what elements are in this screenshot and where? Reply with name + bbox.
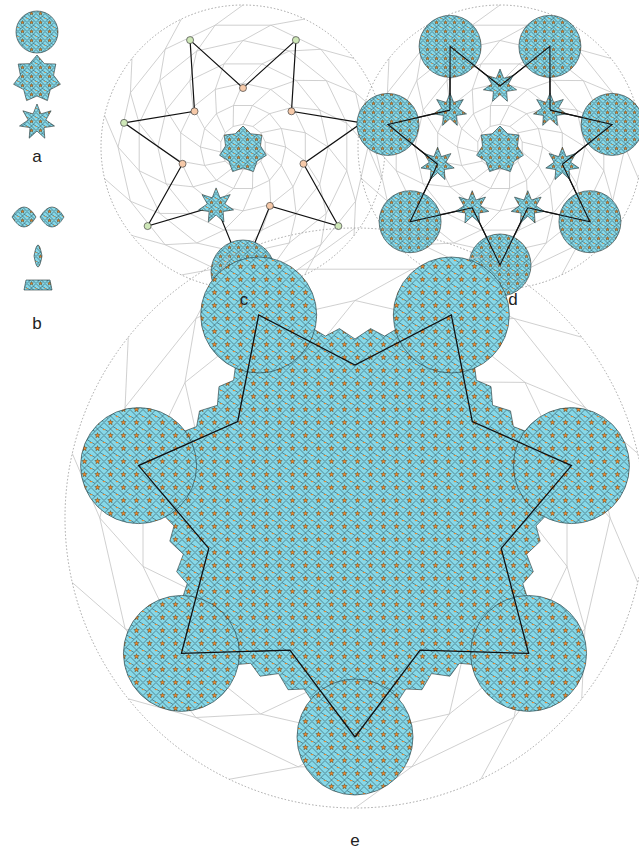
heptagram-line: [550, 110, 612, 164]
tile-patch: [511, 191, 544, 223]
panel-label: c: [240, 291, 249, 308]
boundary-circle: [65, 228, 639, 808]
panel-label: b: [32, 315, 41, 332]
vertex-dot: [121, 119, 128, 126]
heptagram-line: [124, 40, 362, 272]
background-grid: [72, 228, 637, 808]
heptagram-line: [410, 164, 472, 221]
heptagram-line: [450, 46, 500, 110]
panel-label: e: [350, 832, 359, 849]
tile-patch: [456, 191, 489, 223]
vertex-dot: [187, 37, 194, 44]
tile-patch: [421, 147, 454, 179]
tile-patch: [24, 280, 52, 290]
tile-patch: [20, 104, 55, 138]
tile-patch: [40, 207, 64, 227]
vertex-dot: [288, 108, 295, 115]
tile-patch: [220, 126, 267, 172]
vertex-dot: [240, 85, 247, 92]
heptagram-line: [528, 164, 590, 221]
heptagram-line: [139, 315, 572, 737]
vertex-dot: [179, 160, 186, 167]
tile-patch: [14, 55, 61, 101]
panel-label: d: [508, 291, 517, 308]
tile-patch: [546, 147, 579, 179]
tile-patch: [16, 11, 58, 53]
vertex-dot: [300, 160, 307, 167]
heptagram-line: [500, 46, 550, 110]
heptagram-line: [388, 110, 450, 164]
tile-patch: [12, 207, 36, 227]
panel-label: a: [32, 148, 41, 165]
vertex-dot: [191, 108, 198, 115]
tile-patch: [477, 126, 524, 172]
tile-patch: [34, 245, 42, 267]
vertex-dot: [266, 202, 273, 209]
tile-patch: [483, 69, 516, 101]
tile-patch: [199, 188, 234, 222]
vertex-dot: [292, 37, 299, 44]
vertex-dot: [144, 223, 151, 230]
